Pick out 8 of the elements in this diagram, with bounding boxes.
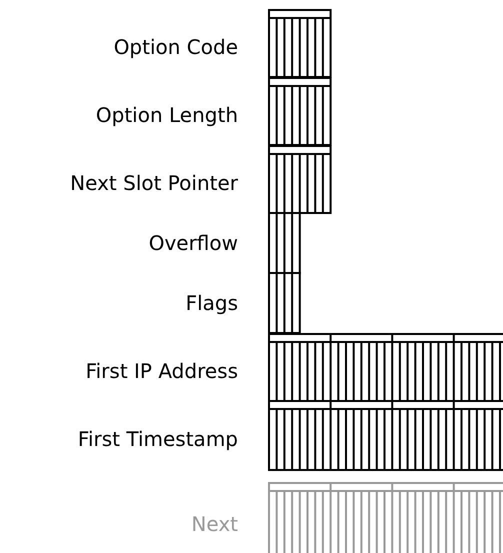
field-label: Option Length bbox=[96, 102, 238, 126]
field-label: Option Code bbox=[114, 34, 238, 58]
field-label: Overflow bbox=[148, 231, 238, 255]
field-label: Next bbox=[191, 512, 238, 536]
field-label: First Timestamp bbox=[78, 426, 238, 450]
field-label: Flags bbox=[186, 291, 238, 315]
field-label: Next Slot Pointer bbox=[70, 170, 238, 194]
field-label: First IP Address bbox=[86, 358, 238, 382]
